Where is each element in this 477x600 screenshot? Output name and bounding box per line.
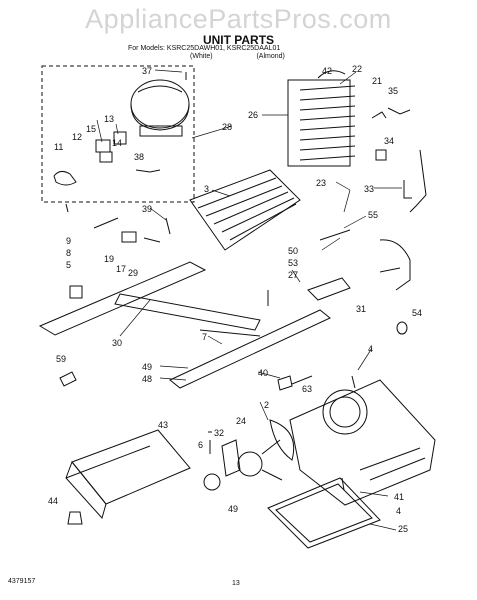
callout-24: 24 xyxy=(236,416,246,426)
callout-7: 7 xyxy=(202,332,207,342)
callout-27: 27 xyxy=(288,270,298,280)
callout-30: 30 xyxy=(112,338,122,348)
callout-12: 12 xyxy=(72,132,82,142)
callout-9: 9 xyxy=(66,236,71,246)
color-labels: (White) (Almond) xyxy=(128,53,388,61)
callout-6: 6 xyxy=(198,440,203,450)
callout-4-upper: 4 xyxy=(368,344,373,354)
callout-63: 63 xyxy=(302,384,312,394)
callout-33: 33 xyxy=(364,184,374,194)
callout-53: 53 xyxy=(288,258,298,268)
leveling-foot xyxy=(67,511,83,525)
callout-23: 23 xyxy=(316,178,326,188)
callout-8: 8 xyxy=(66,248,71,258)
callout-42: 42 xyxy=(322,66,332,76)
watermark: AppliancePartsPros.com xyxy=(85,4,392,34)
fan-shroud-assembly xyxy=(289,379,436,506)
model-list: For Models: KSRC25DAWH01, KSRC25DAAL01 (… xyxy=(128,45,388,61)
callout-55: 55 xyxy=(368,210,378,220)
callout-11: 11 xyxy=(54,142,63,152)
callout-21: 21 xyxy=(372,76,382,86)
callout-19: 19 xyxy=(104,254,114,264)
callout-44: 44 xyxy=(48,496,58,506)
callout-49-lower: 49 xyxy=(228,504,238,514)
callout-34: 34 xyxy=(384,136,394,146)
evaporator-coil xyxy=(189,169,301,251)
callout-17: 17 xyxy=(116,264,126,274)
compressor-group-box xyxy=(41,65,195,203)
callout-54: 54 xyxy=(412,308,422,318)
condenser-coils xyxy=(299,85,356,161)
page-title: UNIT PARTS xyxy=(202,33,275,47)
callout-15: 15 xyxy=(86,124,96,134)
callout-29: 29 xyxy=(128,268,138,278)
page-number: 13 xyxy=(232,580,240,587)
callout-4-lower: 4 xyxy=(396,506,401,516)
fan-motor xyxy=(203,419,295,491)
base-cover xyxy=(65,429,191,520)
callout-59: 59 xyxy=(56,354,66,364)
callout-25: 25 xyxy=(398,524,408,534)
part-11 xyxy=(53,170,77,186)
drain-pan xyxy=(267,477,381,549)
callout-14: 14 xyxy=(112,138,122,148)
callout-48: 48 xyxy=(142,374,152,384)
callout-31: 31 xyxy=(356,304,366,314)
callout-22: 22 xyxy=(352,64,362,74)
callout-2: 2 xyxy=(264,400,269,410)
callout-38: 38 xyxy=(134,152,144,162)
callout-28: 28 xyxy=(222,122,232,132)
callout-50: 50 xyxy=(288,246,298,256)
models-line: For Models: KSRC25DAWH01, KSRC25DAAL01 xyxy=(128,45,281,52)
callout-41: 41 xyxy=(394,492,404,502)
compressor-body xyxy=(130,79,190,129)
footer-code: 4379157 xyxy=(8,578,36,585)
callout-43: 43 xyxy=(158,420,168,430)
callout-39: 39 xyxy=(142,204,152,214)
support-frame xyxy=(38,261,331,389)
callout-37: 37 xyxy=(142,66,152,76)
callout-26: 26 xyxy=(248,110,258,120)
almond-label: (Almond) xyxy=(256,53,285,60)
callout-49-upper: 49 xyxy=(142,362,152,372)
white-label: (White) xyxy=(190,53,213,60)
callout-5: 5 xyxy=(66,260,71,270)
callout-35: 35 xyxy=(388,86,398,96)
callout-3: 3 xyxy=(204,184,209,194)
condenser-frame xyxy=(287,79,351,167)
callout-32: 32 xyxy=(214,428,224,438)
callout-40: 40 xyxy=(258,368,268,378)
callout-13: 13 xyxy=(104,114,114,124)
